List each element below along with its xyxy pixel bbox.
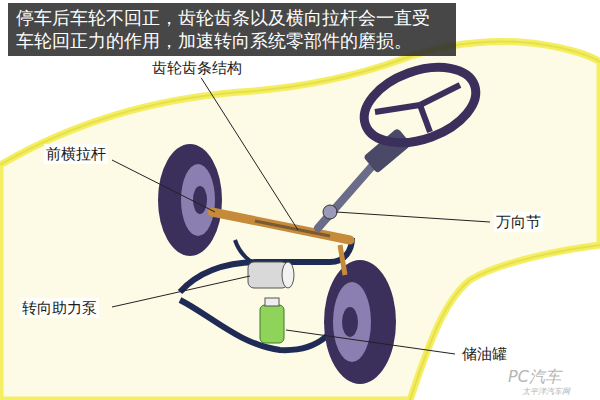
- front-wheel: [324, 260, 396, 384]
- car-body: [0, 42, 600, 400]
- wheel-hub: [193, 186, 207, 214]
- reservoir-cap: [265, 298, 279, 306]
- wheel-rim: [333, 282, 371, 362]
- tie-rod: [340, 245, 345, 275]
- front-wheel: [158, 144, 222, 256]
- steering-wheel: [354, 53, 486, 157]
- wheel-spoke: [420, 85, 460, 105]
- part-label: 齿轮齿条结构: [150, 58, 244, 78]
- wheel-spoke: [375, 105, 420, 112]
- title-banner: 停车后车轮不回正，齿轮齿条以及横向拉杆会一直受 车轮回正力的作用，加速转向系统零…: [8, 3, 456, 56]
- leader-line: [200, 76, 298, 230]
- wheel-hub: [342, 307, 358, 337]
- part-label: 储油罐: [460, 344, 509, 364]
- oil-reservoir: [260, 305, 284, 343]
- car-outline: [0, 42, 600, 165]
- part-label: 前横拉杆: [44, 144, 108, 164]
- leader-line: [286, 330, 455, 354]
- watermark: 太平洋汽车网: [520, 386, 572, 398]
- pump-pulley: [282, 262, 294, 288]
- hose: [180, 300, 345, 350]
- leader-line: [112, 160, 215, 212]
- part-label: 转向助力泵: [20, 298, 99, 318]
- car-outline: [410, 245, 600, 400]
- leader-line: [336, 212, 490, 222]
- part-label: 万向节: [494, 212, 543, 232]
- leader-line: [112, 276, 250, 307]
- wheel-spoke: [420, 105, 430, 132]
- wheel-rim: [181, 164, 215, 236]
- universal-joint: [323, 205, 337, 219]
- watermark: PC汽车: [506, 366, 563, 387]
